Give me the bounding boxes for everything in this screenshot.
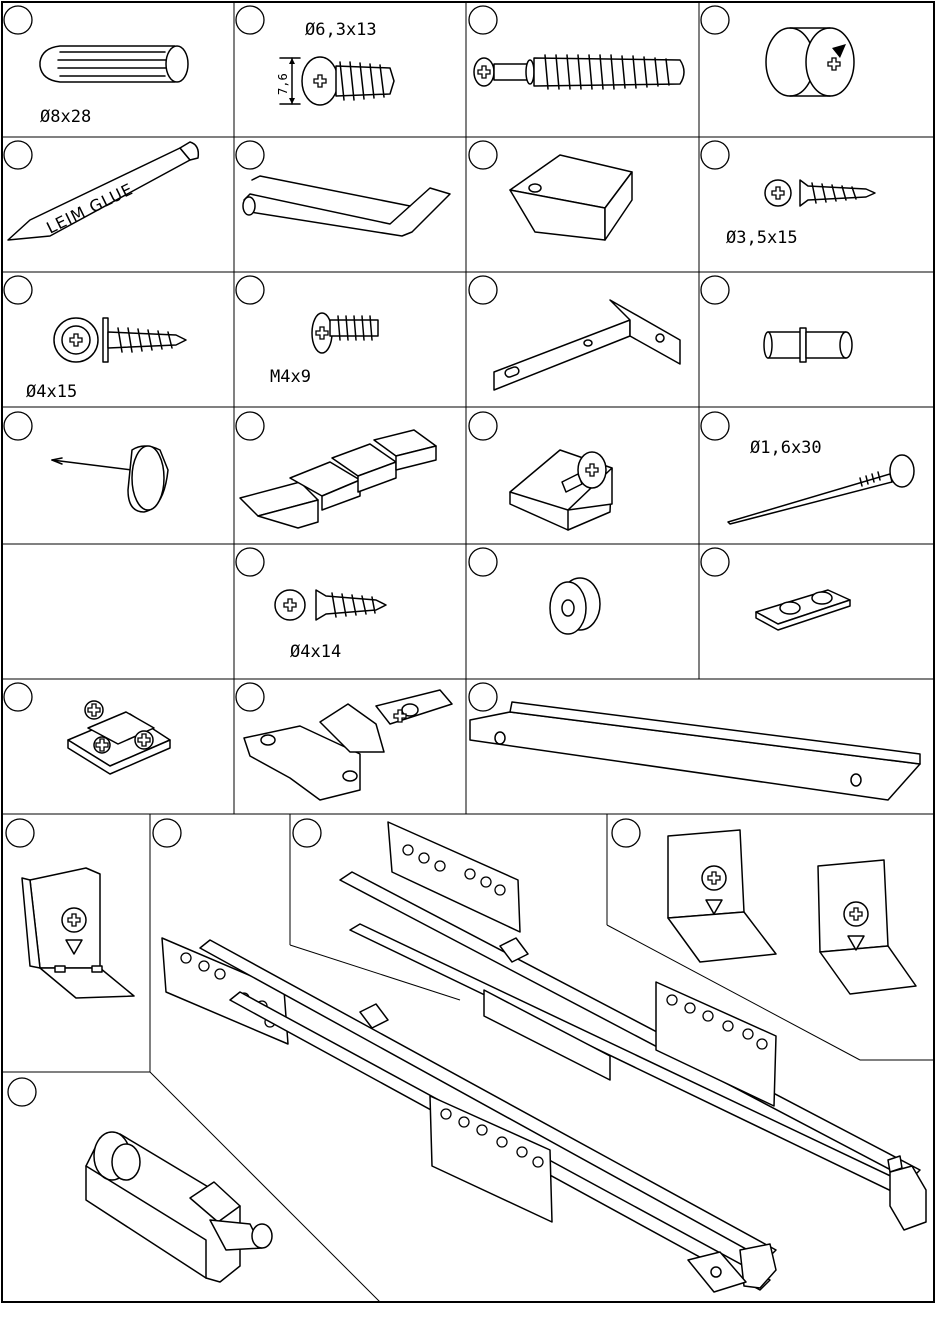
machine-screw-label: M4x9 <box>270 367 311 387</box>
push-latch <box>86 1132 272 1282</box>
wedge-shims <box>240 430 436 528</box>
countersunk-screw <box>275 590 386 620</box>
euro-screw-dimension: 7,6 <box>276 73 290 95</box>
cabinet-hinge <box>244 690 452 800</box>
machine-screw <box>312 313 378 353</box>
dowel-plug <box>40 46 188 82</box>
countersunk-screw-small-label: Ø3,5x15 <box>726 228 798 248</box>
felt-pin <box>52 446 168 512</box>
hinge-mounting-plate <box>68 701 170 774</box>
hex-key <box>243 176 450 236</box>
countersunk-screw-small <box>765 180 875 206</box>
nail <box>728 455 914 524</box>
euro-screw <box>280 57 394 105</box>
drawer-runners <box>162 822 926 1292</box>
countersunk-screw-label: Ø4x14 <box>290 642 341 662</box>
washer-head-screw <box>54 318 186 362</box>
corner-block-screw <box>510 450 612 530</box>
cam-lock <box>766 28 854 96</box>
bumper-cap <box>550 578 600 634</box>
cam-bolt <box>474 55 684 89</box>
hanging-rail <box>470 702 920 800</box>
angle-bracket <box>494 300 680 390</box>
wood-block <box>510 155 632 240</box>
glue-tube: LEIM GLUE <box>8 142 198 240</box>
washer-head-screw-label: Ø4x15 <box>26 382 77 402</box>
shelf-support-pin <box>764 328 852 362</box>
drawer-clip-pair <box>668 830 916 994</box>
dowel-plug-label: Ø8x28 <box>40 107 91 127</box>
euro-screw-label: Ø6,3x13 <box>305 20 377 40</box>
nail-label: Ø1,6x30 <box>750 438 822 458</box>
drawer-clip-single <box>22 868 134 998</box>
adhesive-pad <box>756 590 850 630</box>
